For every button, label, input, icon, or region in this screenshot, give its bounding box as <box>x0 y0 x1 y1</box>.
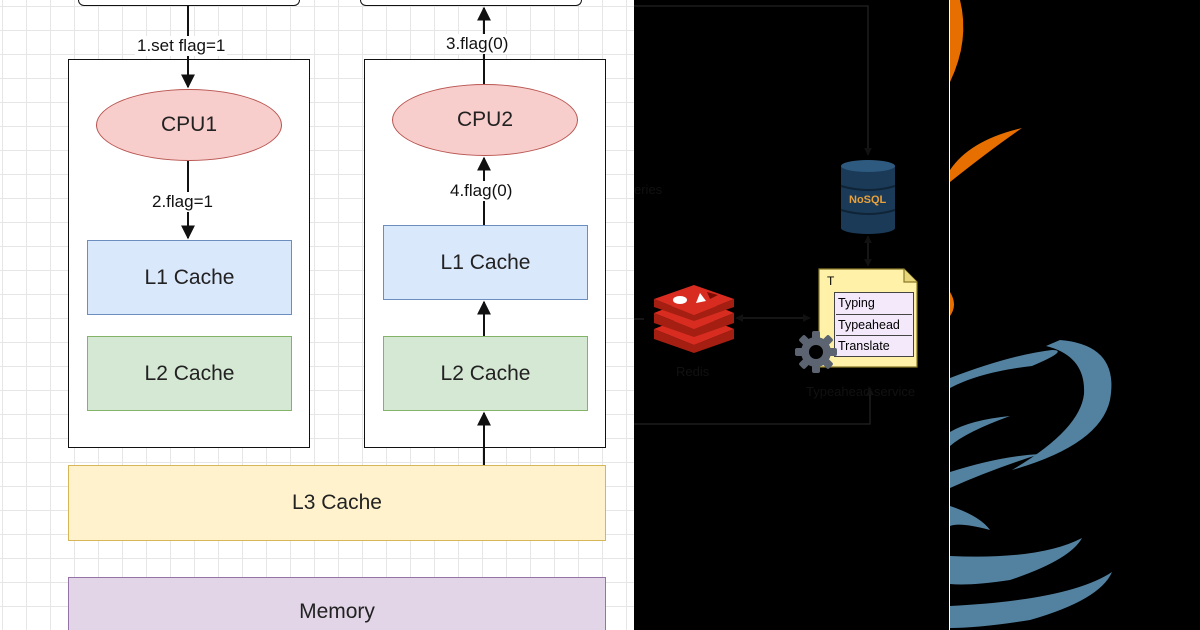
java-cup-arc-1 <box>950 350 1058 388</box>
typeahead-connectors <box>634 5 874 425</box>
cache-coherence-diagram: CPU1 CPU2 L1 Cache L2 Cache L1 Cache L2 … <box>0 0 634 630</box>
l3-cache: L3 Cache <box>68 465 606 541</box>
service-row-typing: Typing <box>838 296 875 310</box>
java-cup-arc-4 <box>950 506 990 530</box>
cpu1-node: CPU1 <box>96 89 282 161</box>
service-header-letter: T <box>827 274 835 288</box>
memory-block: Memory <box>68 577 606 630</box>
nosql-label: NoSQL <box>849 194 887 206</box>
cpu2-l1-cache: L1 Cache <box>383 225 588 300</box>
service-rows-box <box>834 292 914 357</box>
step-flag-1-label: 2.flag=1 <box>150 192 215 212</box>
cpu2-l2-cache: L2 Cache <box>383 336 588 411</box>
step-flag-0-in-label: 4.flag(0) <box>448 181 515 201</box>
cpu2-l1-label: L1 Cache <box>440 250 531 274</box>
java-cup-handle <box>1012 340 1112 470</box>
cpu1-label: CPU1 <box>160 113 218 136</box>
cpu2-node: CPU2 <box>392 84 578 156</box>
java-saucer-1 <box>950 538 1082 585</box>
redis-label: Redis <box>676 364 710 379</box>
clipped-edge-text: eries <box>634 182 663 197</box>
cpu1-l2-label: L2 Cache <box>144 361 235 385</box>
java-steam-mid <box>950 292 954 316</box>
java-logo-graphic <box>950 0 1112 628</box>
java-steam-blade <box>950 128 1022 182</box>
l3-label: L3 Cache <box>292 491 382 514</box>
java-saucer-2 <box>950 572 1112 628</box>
connector-arrows <box>181 6 491 465</box>
step-flag-0-out-label: 3.flag(0) <box>444 34 511 54</box>
typeahead-service-label: Typeahead service <box>806 384 916 399</box>
cpu2-label: CPU2 <box>456 108 514 131</box>
cpu1-l1-cache: L1 Cache <box>87 240 292 315</box>
nosql-database-icon: NoSQL <box>839 158 897 235</box>
service-row-typeahead: Typeahead <box>836 314 912 335</box>
typeahead-architecture-diagram: eries NoSQL Redis T <box>634 0 950 630</box>
memory-label: Memory <box>299 600 375 623</box>
java-cup-arc-3 <box>950 454 1040 488</box>
java-logo-fragment <box>950 0 1200 630</box>
java-cup-arc-2 <box>950 416 1010 446</box>
java-steam-top <box>950 0 964 82</box>
service-row-translate: Translate <box>836 335 912 356</box>
redis-icon <box>652 283 736 353</box>
cpu1-l1-label: L1 Cache <box>144 265 235 289</box>
gear-icon <box>794 330 838 374</box>
cpu2-l2-label: L2 Cache <box>440 361 531 385</box>
step-set-flag-label: 1.set flag=1 <box>135 36 228 56</box>
cpu1-l2-cache: L2 Cache <box>87 336 292 411</box>
